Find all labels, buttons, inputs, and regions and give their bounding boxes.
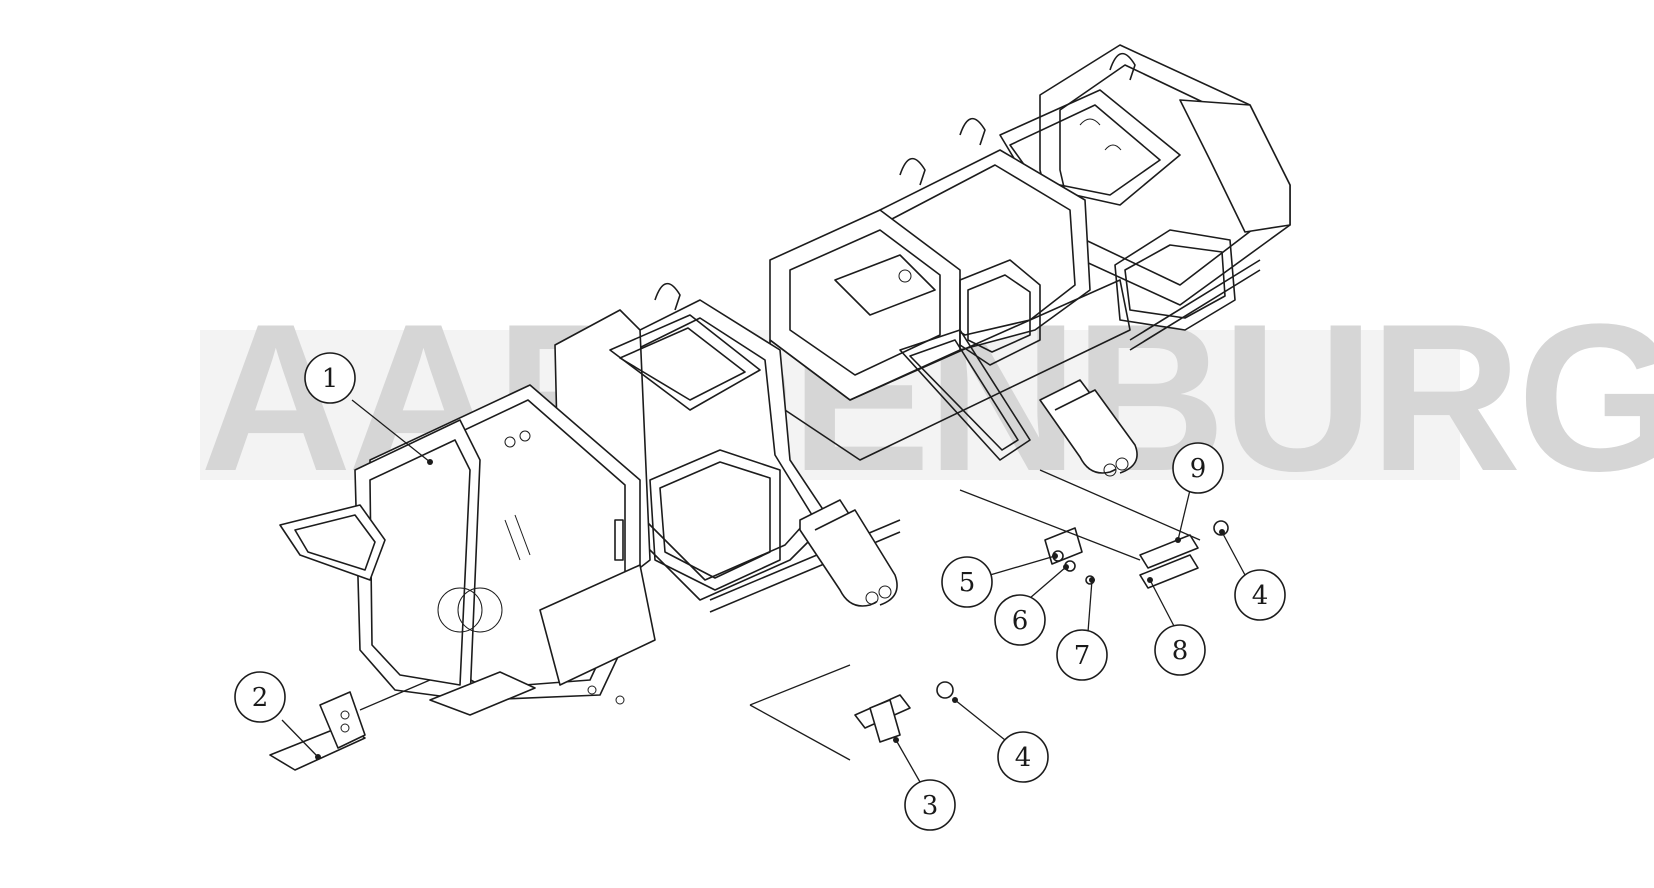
hitch-arms: [799, 329, 1138, 607]
callout-8: 8: [1147, 577, 1206, 676]
callout-4a: 4: [952, 697, 1049, 783]
callout-9-label: 9: [1190, 454, 1207, 484]
callout-9: 9: [1172, 442, 1224, 543]
callout-8-label: 8: [1172, 636, 1189, 666]
front-housing: [279, 384, 656, 716]
callout-7: 7: [1056, 577, 1108, 681]
callout-6-label: 6: [1012, 606, 1029, 636]
callout-4b-label: 4: [1252, 581, 1269, 611]
part-2-bracket: [269, 679, 431, 771]
callout-3: 3: [893, 737, 956, 831]
callout-5-label: 5: [959, 568, 976, 598]
callout-6: 6: [994, 564, 1069, 646]
callout-7-label: 7: [1074, 641, 1091, 671]
callout-4b: 4: [1219, 529, 1286, 621]
callout-2: 2: [234, 671, 321, 760]
callout-3-label: 3: [922, 791, 939, 821]
callout-5: 5: [941, 553, 1058, 608]
small-fittings: [959, 469, 1229, 589]
part-3-pin: [749, 664, 954, 761]
main-frame-assembly: [269, 44, 1291, 771]
middle-section: [769, 52, 1136, 461]
callout-1: 1: [304, 352, 433, 465]
callout-2-label: 2: [252, 683, 269, 713]
callout-1-label: 1: [322, 364, 339, 394]
callout-4a-label: 4: [1015, 743, 1032, 773]
callouts: 1 2 3 4 4 5: [234, 352, 1286, 831]
